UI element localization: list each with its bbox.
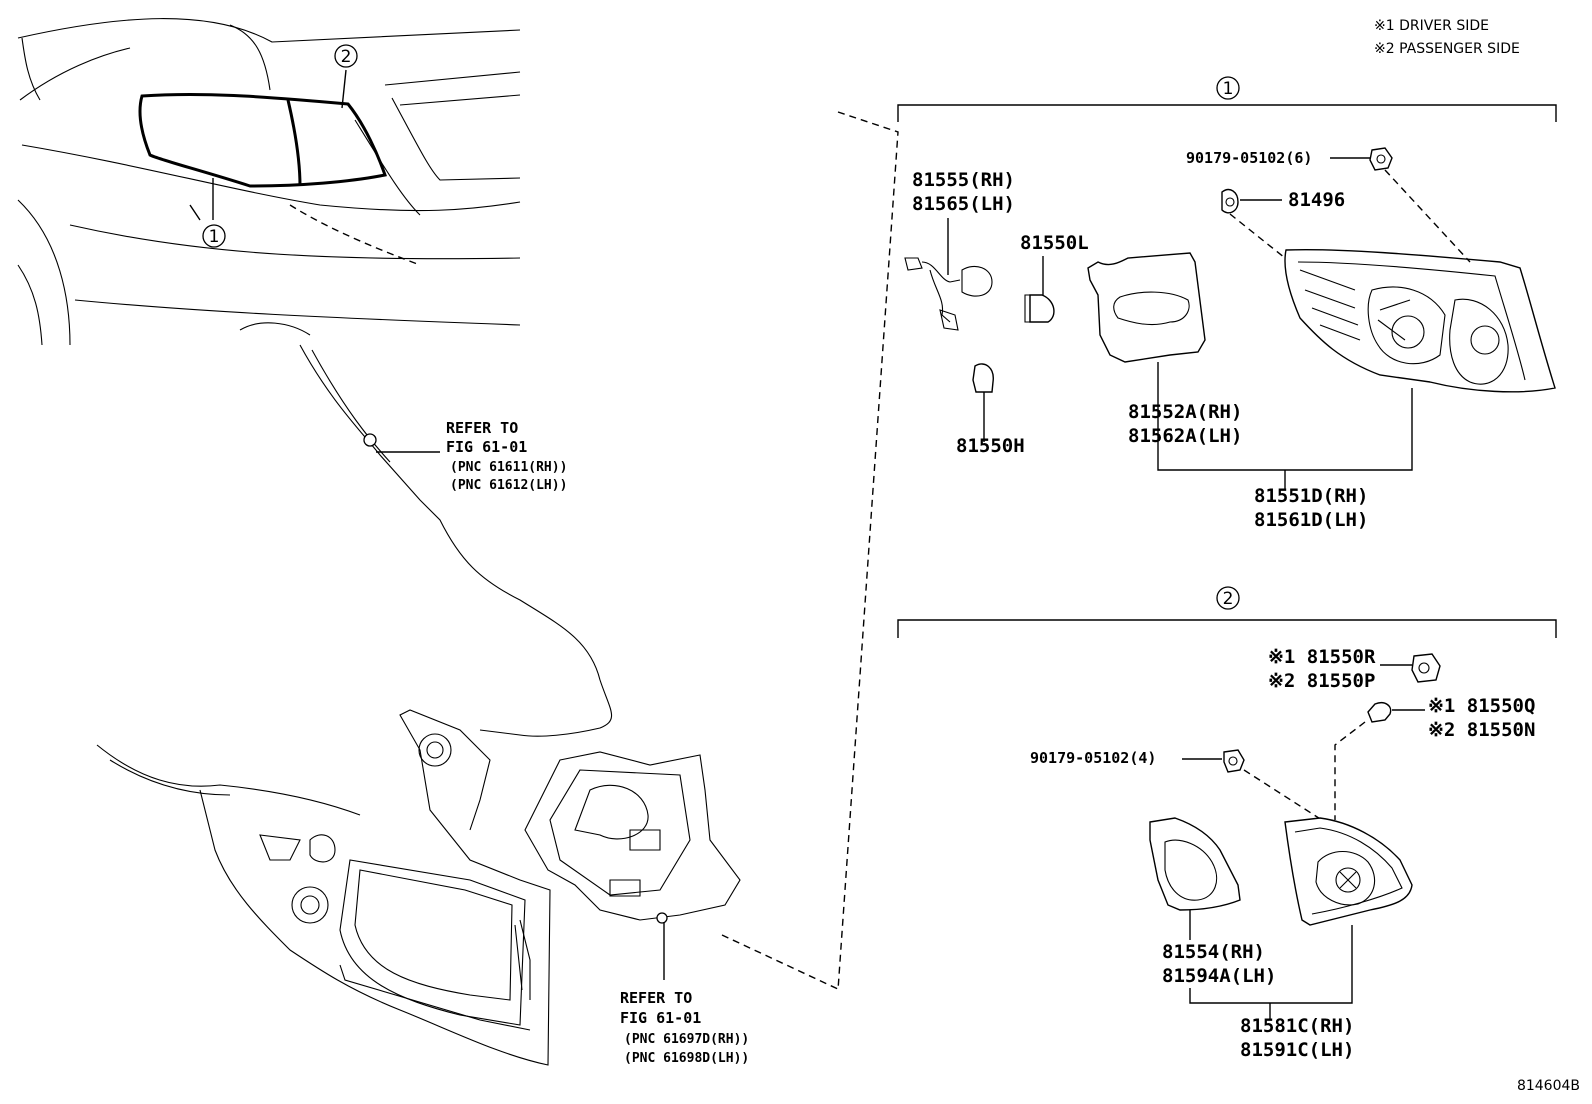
- tail-lamp-inner: [1284, 817, 1413, 926]
- svg-text:81550H: 81550H: [956, 435, 1025, 457]
- group-2-bracket: 2: [897, 586, 1557, 638]
- nut-group2: 90179-05102(4): [1030, 749, 1326, 823]
- vehicle-rear-view: [17, 18, 521, 346]
- gasket-81554: 81554(RH) 81594A(LH): [1149, 817, 1353, 1004]
- legend-driver-side: ※1 DRIVER SIDE: [1374, 18, 1489, 34]
- nut-group1: 90179-05102(6): [1186, 147, 1471, 263]
- group1-lamp-label: 81551D(RH) 81561D(LH): [1254, 470, 1368, 531]
- lower-fig-ref: FIG 61-01: [620, 1009, 701, 1027]
- svg-text:81565(LH): 81565(LH): [912, 193, 1015, 215]
- svg-text:81581C(RH): 81581C(RH): [1240, 1015, 1354, 1037]
- gasket-81552a: 81552A(RH) 81562A(LH): [1087, 252, 1413, 471]
- callout-1-vehicle: 1: [202, 224, 226, 248]
- back-panel-bracket: [524, 751, 841, 991]
- svg-text:81554(RH): 81554(RH): [1162, 941, 1265, 963]
- group-1-dashed-leader: [837, 111, 899, 991]
- legend-passenger-side: ※2 PASSENGER SIDE: [1374, 41, 1520, 57]
- svg-text:81551D(RH): 81551D(RH): [1254, 485, 1368, 507]
- svg-text:81496: 81496: [1288, 189, 1345, 211]
- upper-pnc-lh: (PNC 61612(LH)): [450, 478, 567, 493]
- bulb-81550h: 81550H: [956, 363, 1025, 457]
- socket-wire-harness: [904, 218, 993, 331]
- lower-reference-note: REFER TO FIG 61-01 (PNC 61697D(RH)) (PNC…: [620, 989, 749, 1066]
- group-1-callout: 1: [1223, 79, 1234, 99]
- svg-text:※1 81550Q: ※1 81550Q: [1428, 695, 1535, 717]
- upper-pnc-rh: (PNC 61611(RH)): [450, 460, 567, 475]
- figure-id: 814604B: [1517, 1078, 1580, 1094]
- svg-text:81550L: 81550L: [1020, 232, 1089, 254]
- upper-fig-ref: FIG 61-01: [446, 438, 527, 456]
- svg-text:81561D(LH): 81561D(LH): [1254, 509, 1368, 531]
- callout-2-vehicle: 2: [334, 44, 358, 68]
- svg-text:※1 81550R: ※1 81550R: [1268, 646, 1376, 668]
- tail-lamp-outer: [1284, 248, 1556, 393]
- svg-text:81562A(LH): 81562A(LH): [1128, 425, 1242, 447]
- svg-text:※2 81550N: ※2 81550N: [1428, 719, 1535, 741]
- lower-refer-to: REFER TO: [620, 989, 692, 1007]
- group2-lamp-label: 81581C(RH) 81591C(LH): [1240, 1003, 1354, 1061]
- tail-lamp-outline: [138, 92, 387, 188]
- lower-pnc-lh: (PNC 61698D(LH)): [624, 1051, 749, 1066]
- upper-refer-to: REFER TO: [446, 419, 518, 437]
- svg-text:1: 1: [209, 227, 220, 247]
- socket-81550r-p: ※1 81550R ※2 81550P: [1268, 646, 1441, 692]
- svg-text:81552A(RH): 81552A(RH): [1128, 401, 1242, 423]
- svg-text:※2 81550P: ※2 81550P: [1268, 670, 1375, 692]
- quarter-panel: [96, 344, 613, 1066]
- svg-text:81594A(LH): 81594A(LH): [1162, 965, 1276, 987]
- svg-text:90179-05102(4): 90179-05102(4): [1030, 749, 1156, 767]
- svg-text:2: 2: [341, 47, 352, 67]
- group-2-callout: 2: [1223, 589, 1234, 609]
- bulb-81550q-n: ※1 81550Q ※2 81550N: [1334, 695, 1535, 820]
- group-1-bracket: 1: [897, 76, 1557, 122]
- svg-text:81591C(LH): 81591C(LH): [1240, 1039, 1354, 1061]
- lower-pnc-rh: (PNC 61697D(RH)): [624, 1032, 749, 1047]
- svg-text:81555(RH): 81555(RH): [912, 169, 1015, 191]
- svg-text:90179-05102(6): 90179-05102(6): [1186, 149, 1312, 167]
- group1-socket-label: 81555(RH) 81565(LH): [912, 169, 1015, 215]
- clip-81496: 81496: [1221, 188, 1345, 259]
- bulb-81550l: 81550L: [1020, 232, 1089, 323]
- upper-reference-note: REFER TO FIG 61-01 (PNC 61611(RH)) (PNC …: [376, 419, 567, 493]
- side-legend: ※1 DRIVER SIDE ※2 PASSENGER SIDE: [1374, 18, 1520, 57]
